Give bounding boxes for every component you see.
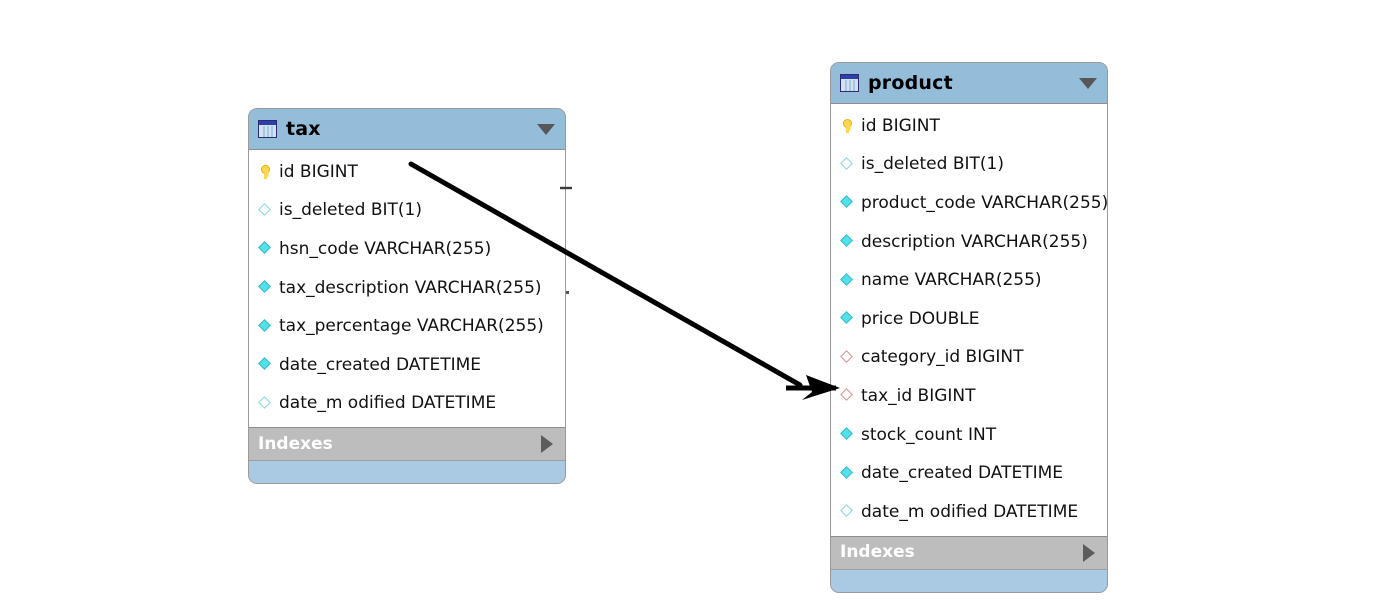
column-icon: [258, 319, 274, 335]
table-icon: [840, 74, 859, 92]
column-row-hsn-code[interactable]: hsn_code VARCHAR(255): [249, 230, 565, 269]
column-icon: [840, 427, 856, 443]
foreign-key-icon: [840, 388, 856, 404]
entity-product[interactable]: product id BIGINT is_deleted BIT(1) prod…: [830, 62, 1108, 593]
column-row-product-code[interactable]: product_code VARCHAR(255): [831, 184, 1107, 223]
chevron-down-icon[interactable]: [537, 123, 555, 135]
nullable-column-icon: [840, 157, 856, 173]
column-label: date_created DATETIME: [861, 463, 1064, 484]
column-row-date-modified[interactable]: date_m odified DATETIME: [249, 385, 565, 424]
column-row-is-deleted[interactable]: is_deleted BIT(1): [831, 146, 1107, 185]
entity-tax-indexes-bar[interactable]: Indexes: [249, 428, 565, 462]
nullable-column-icon: [258, 396, 274, 412]
column-icon: [258, 241, 274, 257]
column-label: hsn_code VARCHAR(255): [279, 238, 492, 259]
column-icon: [840, 466, 856, 482]
column-label: date_m odified DATETIME: [861, 501, 1079, 522]
column-row-name[interactable]: name VARCHAR(255): [831, 261, 1107, 300]
column-label: tax_id BIGINT: [861, 385, 976, 406]
column-icon: [840, 311, 856, 327]
column-row-description[interactable]: description VARCHAR(255): [831, 223, 1107, 262]
entity-product-title: product: [868, 71, 953, 94]
column-row-category-id[interactable]: category_id BIGINT: [831, 339, 1107, 378]
entity-tax-columns: id BIGINT is_deleted BIT(1) hsn_code VAR…: [249, 149, 565, 429]
primary-key-icon: [840, 118, 856, 134]
column-icon: [840, 195, 856, 211]
column-row-tax-percentage[interactable]: tax_percentage VARCHAR(255): [249, 307, 565, 346]
column-label: date_m odified DATETIME: [279, 393, 497, 414]
column-icon: [840, 234, 856, 250]
chevron-down-icon[interactable]: [1079, 77, 1097, 89]
column-row-date-modified[interactable]: date_m odified DATETIME: [831, 493, 1107, 532]
column-label: description VARCHAR(255): [861, 231, 1088, 252]
column-label: product_code VARCHAR(255): [861, 192, 1108, 213]
column-label: date_created DATETIME: [279, 354, 482, 375]
chevron-right-icon[interactable]: [1083, 543, 1095, 562]
column-row-price[interactable]: price DOUBLE: [831, 300, 1107, 339]
relation-dot-tax: [566, 291, 569, 294]
chevron-right-icon[interactable]: [541, 435, 553, 454]
column-label: category_id BIGINT: [861, 347, 1024, 368]
column-icon: [840, 273, 856, 289]
column-label: id BIGINT: [861, 115, 940, 136]
entity-tax-header[interactable]: tax: [249, 109, 565, 149]
entity-product-footer: [831, 569, 1107, 592]
table-icon: [258, 120, 277, 138]
column-label: stock_count INT: [861, 424, 997, 445]
indexes-label: Indexes: [840, 542, 915, 563]
column-row-id[interactable]: id BIGINT: [249, 153, 565, 192]
column-label: tax_percentage VARCHAR(255): [279, 316, 544, 337]
column-row-is-deleted[interactable]: is_deleted BIT(1): [249, 192, 565, 231]
indexes-label: Indexes: [258, 433, 333, 454]
column-label: is_deleted BIT(1): [861, 154, 1004, 175]
column-row-stock-count[interactable]: stock_count INT: [831, 416, 1107, 455]
entity-tax-title: tax: [286, 117, 321, 140]
column-icon: [258, 357, 274, 373]
nullable-column-icon: [840, 504, 856, 520]
column-label: name VARCHAR(255): [861, 270, 1042, 291]
column-label: tax_description VARCHAR(255): [279, 277, 542, 298]
foreign-key-icon: [840, 350, 856, 366]
column-label: id BIGINT: [279, 161, 358, 182]
entity-tax[interactable]: tax id BIGINT is_deleted BIT(1) hsn_code…: [248, 108, 566, 485]
column-icon: [258, 280, 274, 296]
column-row-tax-description[interactable]: tax_description VARCHAR(255): [249, 269, 565, 308]
column-row-id[interactable]: id BIGINT: [831, 107, 1107, 146]
entity-product-columns: id BIGINT is_deleted BIT(1) product_code…: [831, 103, 1107, 537]
column-row-tax-id[interactable]: tax_id BIGINT: [831, 377, 1107, 416]
primary-key-icon: [258, 164, 274, 180]
entity-product-header[interactable]: product: [831, 63, 1107, 103]
entity-tax-footer: [249, 461, 565, 484]
column-row-date-created[interactable]: date_created DATETIME: [831, 454, 1107, 493]
nullable-column-icon: [258, 203, 274, 219]
entity-product-indexes-bar[interactable]: Indexes: [831, 536, 1107, 570]
column-label: is_deleted BIT(1): [279, 200, 422, 221]
column-label: price DOUBLE: [861, 308, 980, 329]
column-row-date-created[interactable]: date_created DATETIME: [249, 346, 565, 385]
